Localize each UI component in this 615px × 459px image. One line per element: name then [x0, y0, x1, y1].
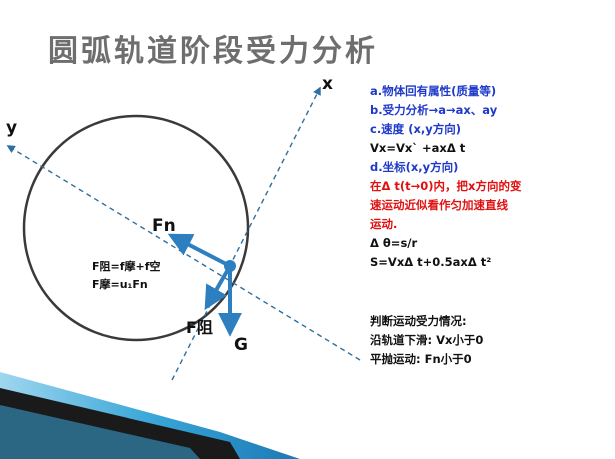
y-axis	[6, 145, 361, 361]
note-line: 运动.	[370, 217, 398, 231]
note-line: c.速度 (x,y方向)	[370, 122, 461, 136]
note-line: b.受力分析→a→ax、ay	[370, 103, 498, 117]
resistance-arrow	[204, 265, 232, 311]
gravity-label: G	[234, 335, 248, 355]
note-line: d.坐标(x,y方向)	[370, 160, 459, 174]
note-line: Δ θ=s/r	[370, 236, 418, 250]
x-axis	[171, 86, 321, 381]
fn-arrow	[167, 233, 231, 268]
slide-title: 圆弧轨道阶段受力分析	[48, 34, 378, 69]
bottom-decorative-band	[0, 372, 300, 459]
judgement-line: 沿轨道下滑: Vx小于0	[370, 333, 484, 347]
judgement-line: 平抛运动: Fn小于0	[370, 352, 472, 366]
note-line: 速运动近似看作匀加速直线	[370, 198, 508, 212]
y-axis-label: y	[6, 118, 18, 138]
resistance-label: F阻	[186, 318, 213, 337]
note-line: a.物体回有属性(质量等)	[370, 84, 497, 98]
x-axis-label: x	[322, 74, 333, 94]
note-line: Vx=Vx` +axΔ t	[370, 141, 466, 155]
note-line: 在Δ t(t→0)内，把x方向的变	[370, 179, 522, 193]
circular-track	[22, 114, 250, 342]
motion-judgement: 判断运动受力情况: 沿轨道下滑: Vx小于0 平抛运动: Fn小于0	[370, 312, 483, 369]
normal-force-label: Fn	[152, 216, 176, 236]
note-line: S=VxΔ t+0.5axΔ t²	[370, 255, 492, 269]
formula-line: F阻=f摩+f空	[92, 260, 161, 273]
resistance-formulas: F阻=f摩+f空 F摩=u₁Fn	[92, 258, 161, 294]
formula-line: F摩=u₁Fn	[92, 278, 148, 291]
analysis-notes: a.物体回有属性(质量等) b.受力分析→a→ax、ay c.速度 (x,y方向…	[370, 82, 610, 272]
judgement-line: 判断运动受力情况:	[370, 314, 467, 328]
